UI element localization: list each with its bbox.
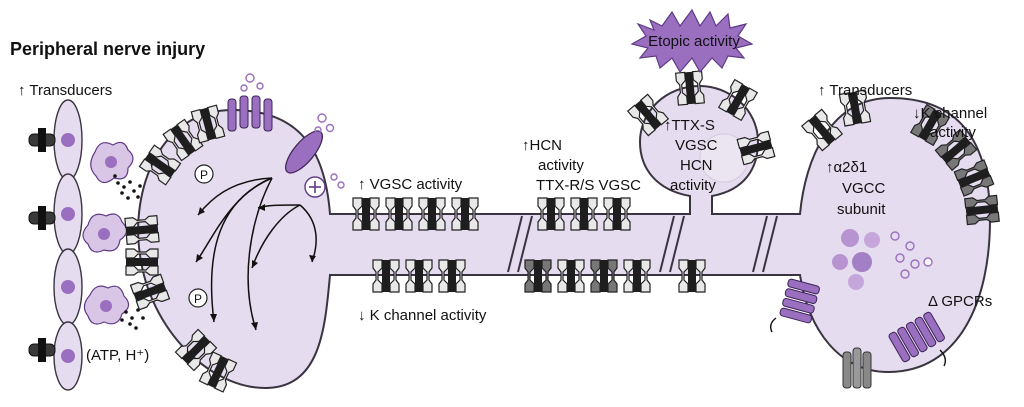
channel-icon xyxy=(623,259,651,293)
k-channel-activity-label: ↓ K channel activity xyxy=(358,307,487,324)
channel-icon xyxy=(603,197,631,231)
subunit-label: subunit xyxy=(837,201,886,218)
svg-text:Etopic activity: Etopic activity xyxy=(648,33,740,50)
channel-icon xyxy=(675,70,705,106)
immune-cell-icon xyxy=(82,141,134,325)
ttx-rs-label: TTX-R/S VGSC xyxy=(536,177,641,194)
axon-break-marks xyxy=(507,215,778,273)
atp-label: (ATP, H⁺) xyxy=(86,347,149,364)
k-activity-right-label: activity xyxy=(930,124,976,141)
channel-icon xyxy=(590,259,618,293)
k-channel-right-label: ↓K channel xyxy=(913,105,987,122)
neuron-membrane xyxy=(137,84,992,390)
receptor-icon xyxy=(227,73,273,132)
bulb-activity-label: activity xyxy=(670,177,716,194)
svg-text:P: P xyxy=(194,292,202,306)
arrowheads xyxy=(196,204,316,330)
vesicle-icon xyxy=(832,229,933,290)
channel-icon xyxy=(678,259,706,293)
channel-icon xyxy=(352,197,380,231)
ttx-s-label: ↑TTX-S xyxy=(664,117,715,134)
hcn-activity-label: activity xyxy=(538,157,584,174)
vgcc-label: VGCC xyxy=(842,180,886,197)
gpcr-receptor-icon xyxy=(769,277,947,367)
activation-icon xyxy=(304,176,326,198)
transducers-right-label: ↑ Transducers xyxy=(818,82,912,99)
transducer-icon xyxy=(28,205,56,231)
keratinocyte-column xyxy=(28,99,83,391)
transducer-icon xyxy=(28,337,56,363)
page-title: Peripheral nerve injury xyxy=(10,39,205,59)
channel-icon xyxy=(124,215,160,245)
channel-icon xyxy=(451,197,479,231)
channel-icon xyxy=(438,259,466,293)
channel-icon xyxy=(418,197,446,231)
receptor-icon xyxy=(285,113,345,189)
ectopic-activity-burst: Etopic activity xyxy=(630,8,754,74)
alpha2delta1-label: ↑α2δ1 xyxy=(826,159,867,176)
phosphate-icon: P xyxy=(194,164,214,184)
svg-text:P: P xyxy=(200,168,208,182)
channel-icon xyxy=(537,197,565,231)
transducers-left-label: ↑ Transducers xyxy=(18,82,112,99)
gpcrs-label: Δ GPCRs xyxy=(928,293,992,310)
channel-icon xyxy=(405,259,433,293)
channel-icon xyxy=(964,194,1000,226)
transducer-icon xyxy=(28,127,56,153)
channel-icon xyxy=(570,197,598,231)
phosphate-icon: P xyxy=(188,288,208,308)
channel-icon xyxy=(524,259,552,293)
vgsc-label: VGSC xyxy=(675,137,718,154)
channel-icon xyxy=(557,259,585,293)
vgsc-activity-label: ↑ VGSC activity xyxy=(358,176,463,193)
hcn-bulb-label: HCN xyxy=(680,157,713,174)
channel-icon xyxy=(372,259,400,293)
channel-icon xyxy=(385,197,413,231)
channel-icon xyxy=(842,347,872,389)
hcn-label: ↑HCN xyxy=(522,137,562,154)
channel-icon xyxy=(125,248,159,276)
